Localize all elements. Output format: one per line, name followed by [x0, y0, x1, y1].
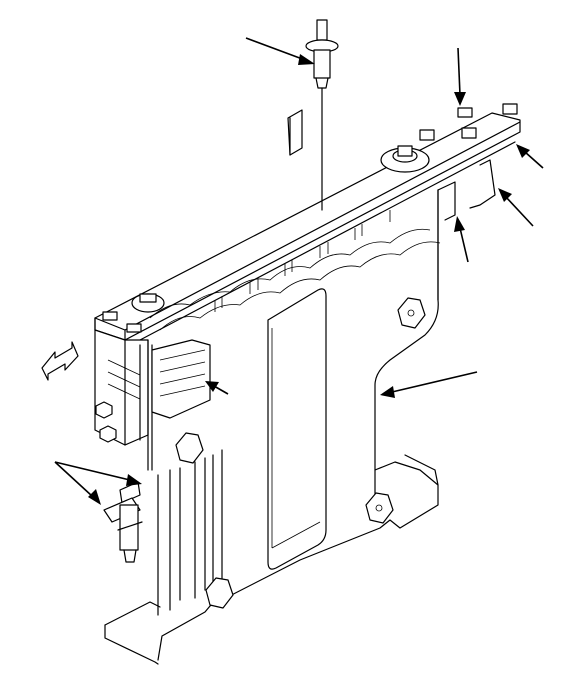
carriage-hex-nut-1 — [96, 402, 112, 418]
center-pin — [306, 20, 338, 210]
rail-screw-2 — [127, 324, 141, 332]
callout-arrow-rear-mount — [498, 188, 533, 226]
carriage-hex-nut-2 — [100, 426, 116, 442]
callout-arrow-pin — [246, 38, 315, 65]
callout-arrow-rail-screw — [454, 48, 466, 106]
rail-screw-1 — [103, 312, 117, 320]
callout-arrow-guide-block — [454, 216, 468, 262]
rail-screw-3 — [420, 130, 434, 140]
horizontal-motion-arrow — [42, 342, 78, 380]
rail-screw-5 — [462, 128, 476, 138]
plate-hex-nut-bottom — [366, 493, 393, 523]
rail-bolt-left — [132, 294, 164, 312]
vertical-motion-arrow — [288, 110, 302, 155]
rail-screw-4 — [458, 108, 472, 117]
center-window — [268, 289, 326, 569]
plate-hex-nut-top — [398, 298, 425, 328]
rail-screw-6 — [503, 104, 517, 114]
column-hex-nut-top — [176, 433, 203, 463]
callout-arrow-rail-end — [516, 144, 543, 168]
callout-arrow-plate-edge — [380, 372, 477, 398]
column-hex-nut-bottom — [206, 578, 233, 608]
lower-left-pin — [104, 482, 142, 562]
callout-arrow-lower-pin-2 — [55, 462, 101, 505]
